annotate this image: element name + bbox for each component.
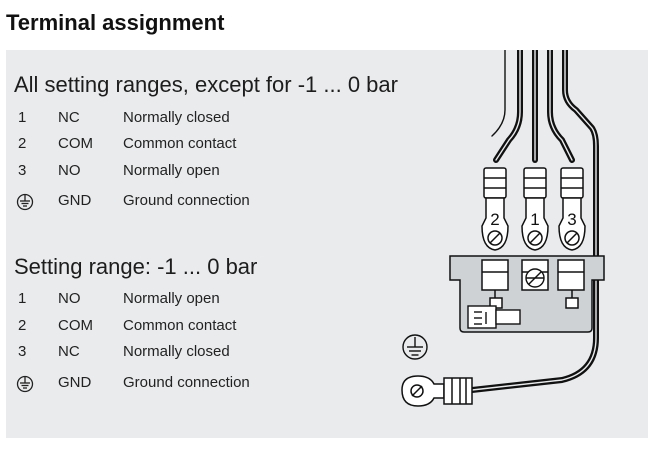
terminal-description: Common contact (123, 317, 237, 334)
page-title: Terminal assignment (6, 10, 225, 35)
terminal-code: NC (58, 109, 80, 126)
plug-connector (467, 305, 521, 329)
terminal-description: Normally open (123, 290, 220, 307)
ground-icon (16, 375, 34, 397)
ground-icon (16, 193, 34, 215)
ground-icon (402, 334, 428, 360)
cable-icon (469, 50, 599, 393)
terminal-number: 1 (18, 290, 27, 307)
wiring-diagram: 2 1 3 (401, 50, 605, 407)
terminal-description: Normally open (123, 162, 220, 179)
terminal-code: COM (58, 135, 93, 152)
ring-terminal-icon (401, 375, 473, 407)
terminal-code: GND (58, 374, 92, 391)
terminal-number: 1 (18, 109, 27, 126)
terminal-label: 1 (530, 210, 539, 229)
screw-icon (525, 268, 545, 288)
terminal-number: 3 (18, 162, 27, 179)
section-heading-standard: All setting ranges, except for -1 ... 0 … (14, 72, 398, 97)
section-heading-vacuum: Setting range: -1 ... 0 bar (14, 254, 258, 279)
terminal-description: Normally closed (123, 343, 230, 360)
terminal-code: NC (58, 343, 80, 360)
terminal-number: 3 (18, 343, 27, 360)
terminal-code: GND (58, 192, 92, 209)
terminal-number: 2 (18, 135, 27, 152)
terminal-description: Common contact (123, 135, 237, 152)
terminal-description: Ground connection (123, 374, 250, 391)
terminal-label: 2 (490, 210, 499, 229)
terminal-number: 2 (18, 317, 27, 334)
spade-terminal-icon (481, 167, 586, 251)
terminal-code: NO (58, 162, 81, 179)
terminal-code: COM (58, 317, 93, 334)
terminal-code: NO (58, 290, 81, 307)
terminal-assignment-panel: All setting ranges, except for -1 ... 0 … (6, 50, 648, 438)
terminal-label: 3 (567, 210, 576, 229)
terminal-description: Ground connection (123, 192, 250, 209)
terminal-description: Normally closed (123, 109, 230, 126)
